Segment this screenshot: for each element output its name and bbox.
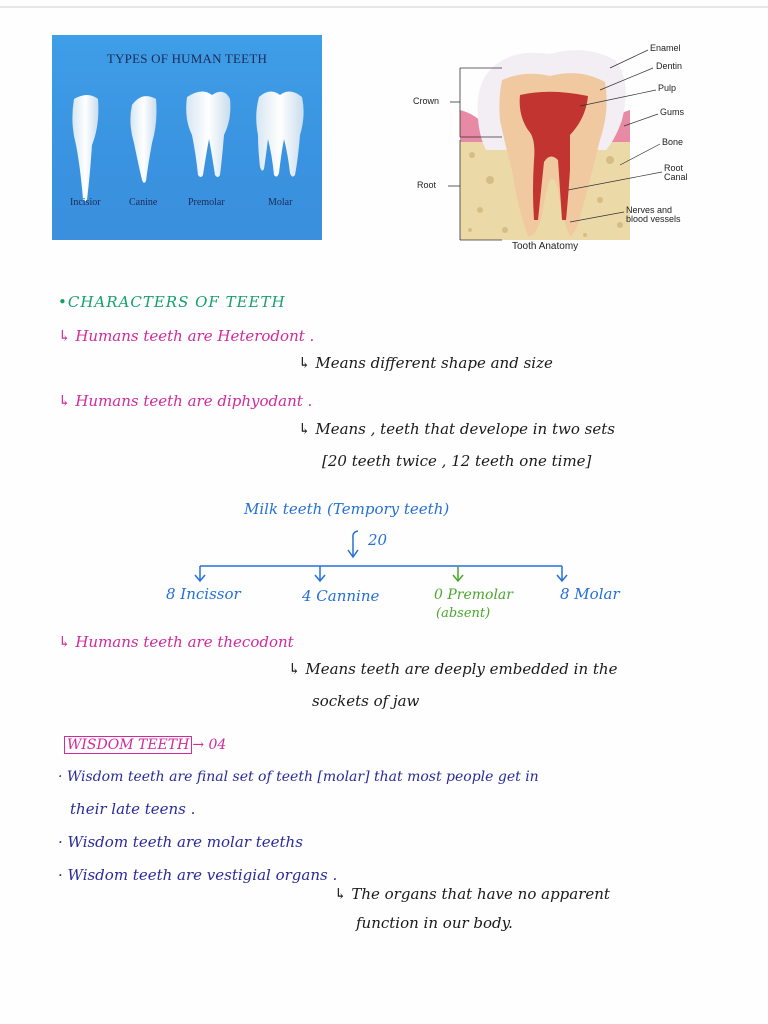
milk-premolar-absent: (absent) — [436, 606, 491, 621]
wisdom-point-2: · Wisdom teeth are molar teeths — [58, 833, 303, 851]
wisdom-teeth-count: → 04 — [192, 737, 227, 753]
wisdom-point-1-cont: their late teens . — [70, 800, 196, 818]
milk-teeth-tree-lines — [194, 530, 568, 583]
tooth-label-molar: Molar — [268, 197, 293, 208]
milk-teeth-count: 20 — [368, 531, 388, 549]
tooth-label-incisor: Incisior — [70, 197, 101, 208]
anatomy-caption: Tooth Anatomy — [512, 241, 579, 252]
milk-molar: 8 Molar — [560, 585, 620, 603]
wisdom-point-1: · Wisdom teeth are final set of teeth [m… — [58, 769, 539, 785]
point-thecodont-meaning: ↳ Means teeth are deeply embedded in the — [288, 660, 618, 678]
milk-incissor: 8 Incissor — [166, 585, 241, 603]
point-thecodont: ↳ Humans teeth are thecodont — [58, 633, 294, 651]
wisdom-teeth-title: WISDOM TEETH — [64, 736, 193, 754]
label-root-canal-line2: Canal — [664, 172, 688, 182]
label-root-canal-line1: Root — [664, 163, 684, 173]
label-dentin: Dentin — [656, 61, 683, 71]
point-heterodont-meaning: ↳ Means different shape and size — [298, 354, 553, 372]
teeth-types-image: TYPES OF HUMAN TEETH Incisior Canine Pre… — [52, 35, 322, 240]
label-root: Root — [417, 180, 437, 190]
label-gums: Gums — [660, 107, 685, 117]
milk-teeth-title: Milk teeth (Tempory teeth) — [244, 500, 450, 518]
wisdom-point-3: · Wisdom teeth are vestigial organs . — [58, 866, 338, 884]
label-enamel: Enamel — [650, 43, 681, 53]
teeth-types-title: TYPES OF HUMAN TEETH — [106, 51, 268, 66]
point-diphyodont-meaning: ↳ Means , teeth that develope in two set… — [298, 420, 615, 438]
point-diphyodont: ↳ Humans teeth are diphyodant . — [58, 392, 313, 410]
tooth-label-canine: Canine — [129, 197, 158, 208]
pulp-shape — [519, 91, 588, 220]
page-top-edge — [0, 6, 768, 8]
point-heterodont: ↳ Humans teeth are Heterodont . — [58, 327, 315, 345]
label-bone: Bone — [662, 137, 684, 147]
point-thecodont-meaning-2: sockets of jaw — [312, 692, 420, 710]
premolar-tooth-icon — [186, 91, 231, 177]
label-nerves-line2: blood vessels — [626, 214, 681, 224]
milk-premolar: 0 Premolar — [434, 587, 513, 603]
wisdom-teeth-heading: WISDOM TEETH→ 04 — [64, 736, 227, 754]
point-diphyodont-count: [20 teeth twice , 12 teeth one time] — [322, 452, 592, 470]
label-crown: Crown — [413, 96, 440, 106]
tooth-anatomy-image: Enamel Dentin Pulp Gums Bone Root Canal … — [410, 40, 710, 255]
wisdom-point-3-meaning-2: function in our body. — [356, 914, 513, 932]
wisdom-point-3-meaning: ↳ The organs that have no apparent — [334, 885, 610, 903]
tooth-anatomy-diagram — [448, 49, 663, 241]
milk-cannine: 4 Cannine — [302, 587, 380, 605]
teeth-illustrations — [72, 91, 304, 202]
tooth-label-premolar: Premolar — [188, 197, 225, 208]
label-nerves-line1: Nerves and — [626, 205, 673, 215]
canine-tooth-icon — [130, 96, 157, 183]
molar-tooth-icon — [256, 91, 304, 177]
section-heading-characters: •CHARACTERS OF TEETH — [58, 293, 286, 311]
incisor-tooth-icon — [72, 95, 99, 202]
label-pulp: Pulp — [658, 83, 677, 93]
